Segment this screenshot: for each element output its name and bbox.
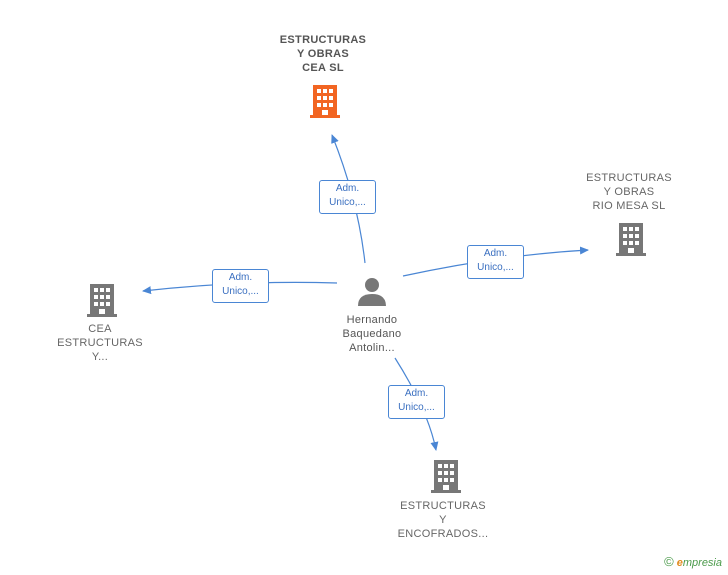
relation-label-top[interactable]: Adm. Unico,...	[319, 180, 376, 214]
company-label-right[interactable]: ESTRUCTURAS Y OBRAS RIO MESA SL	[586, 172, 672, 212]
company-label-top[interactable]: ESTRUCTURAS Y OBRAS CEA SL	[279, 34, 367, 74]
relation-label-right[interactable]: Adm. Unico,...	[467, 245, 524, 279]
brand-logo-e: e	[676, 557, 683, 569]
building-icon[interactable]	[615, 221, 647, 262]
person-icon[interactable]	[356, 275, 388, 312]
copyright-icon: ©	[664, 554, 674, 569]
relation-label-left[interactable]: Adm. Unico,...	[212, 269, 269, 303]
company-label-left[interactable]: CEA ESTRUCTURAS Y...	[57, 323, 143, 363]
building-icon[interactable]	[430, 458, 462, 499]
building-icon[interactable]	[86, 282, 118, 323]
company-label-bottom[interactable]: ESTRUCTURAS Y ENCOFRADOS...	[397, 500, 489, 540]
relation-label-bottom[interactable]: Adm. Unico,...	[388, 385, 445, 419]
brand-name: mpresia	[682, 557, 722, 569]
person-label[interactable]: Hernando Baquedano Antolin...	[342, 314, 402, 354]
brand-watermark: © empresia	[664, 554, 722, 569]
building-icon[interactable]	[309, 83, 341, 124]
